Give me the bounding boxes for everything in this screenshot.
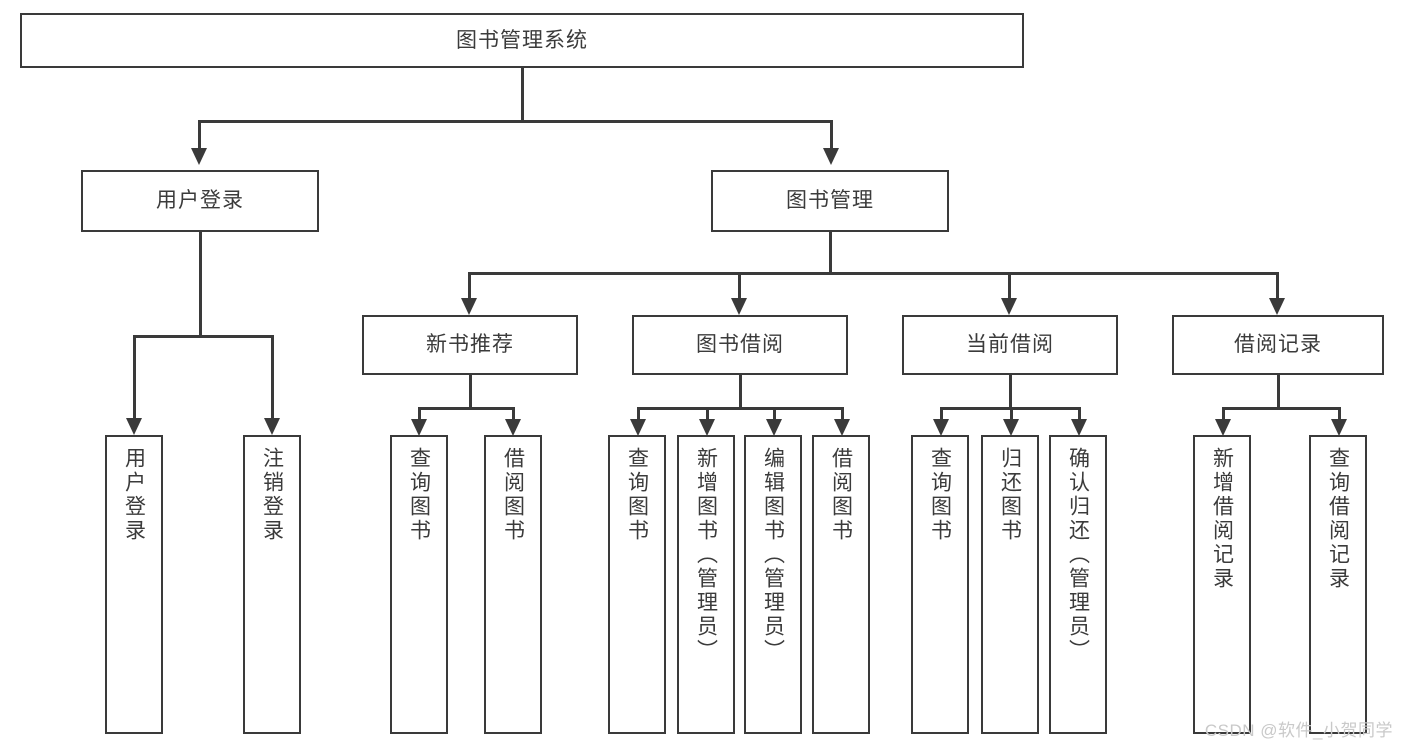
- connector-drop-leaf-borrow-record-2: [1338, 407, 1341, 419]
- connector-root-stem: [521, 68, 524, 120]
- node-book-borrow[interactable]: 图书借阅: [632, 315, 848, 375]
- connector-drop-leaf-borrow-record-1: [1222, 407, 1225, 419]
- connector-drop-leaf-book-borrow-1: [637, 407, 640, 419]
- node-label: 新增图书（管理员）: [694, 447, 718, 663]
- node-label: 当前借阅: [966, 333, 1054, 357]
- connector-level2-bus: [198, 120, 832, 123]
- node-label: 查询借阅记录: [1326, 447, 1350, 591]
- connector-book-manage-stem: [829, 232, 832, 272]
- arrow-leaf-borrow-record-1: [1215, 419, 1231, 436]
- arrow-leaf-current-borrow-1: [933, 419, 949, 436]
- node-label: 查询图书: [625, 447, 649, 543]
- leaf-new-book-borrow-book[interactable]: 借阅图书: [484, 435, 542, 734]
- node-current-borrow[interactable]: 当前借阅: [902, 315, 1118, 375]
- node-new-book-recommend[interactable]: 新书推荐: [362, 315, 578, 375]
- node-label: 查询图书: [928, 447, 952, 543]
- node-label: 确认归还（管理员）: [1066, 447, 1090, 663]
- connector-drop-new-book: [468, 272, 471, 298]
- connector-drop-leaf-current-borrow-2: [1010, 407, 1013, 419]
- connector-drop-borrow-record: [1276, 272, 1279, 298]
- connector-drop-leaf-new-book-1: [418, 407, 421, 419]
- leaf-user-login[interactable]: 用户登录: [105, 435, 163, 734]
- connector-new-book-bus: [418, 407, 513, 410]
- connector-book-borrow-bus: [637, 407, 843, 410]
- connector-current-borrow-bus: [940, 407, 1079, 410]
- arrow-leaf-book-borrow-2: [699, 419, 715, 436]
- arrow-leaf-book-borrow-4: [834, 419, 850, 436]
- node-label: 编辑图书（管理员）: [761, 447, 785, 663]
- node-label: 图书借阅: [696, 333, 784, 357]
- node-label: 注销登录: [260, 447, 284, 543]
- connector-drop-book-manage: [830, 120, 833, 148]
- leaf-new-book-query-book[interactable]: 查询图书: [390, 435, 448, 734]
- arrow-leaf-current-borrow-3: [1071, 419, 1087, 436]
- connector-borrow-record-bus: [1222, 407, 1339, 410]
- node-user-login[interactable]: 用户登录: [81, 170, 319, 232]
- node-label: 查询图书: [407, 447, 431, 543]
- arrow-leaf-user-login-1: [126, 418, 142, 435]
- connector-drop-leaf-current-borrow-3: [1078, 407, 1081, 419]
- arrow-leaf-book-borrow-1: [630, 419, 646, 436]
- connector-drop-leaf-book-borrow-4: [841, 407, 844, 419]
- node-label: 图书管理: [786, 189, 874, 213]
- connector-book-borrow-stem: [739, 375, 742, 407]
- arrow-borrow-record: [1269, 298, 1285, 315]
- connector-drop-user-login: [198, 120, 201, 148]
- node-label: 新书推荐: [426, 333, 514, 357]
- arrow-leaf-new-book-2: [505, 419, 521, 436]
- leaf-book-borrow-add-book-admin[interactable]: 新增图书（管理员）: [677, 435, 735, 734]
- arrow-book-borrow: [731, 298, 747, 315]
- csdn-watermark: CSDN @软件_小贺同学: [1204, 721, 1393, 740]
- connector-drop-leaf-new-book-2: [512, 407, 515, 419]
- connector-drop-leaf-current-borrow-1: [940, 407, 943, 419]
- leaf-current-borrow-confirm-return-admin[interactable]: 确认归还（管理员）: [1049, 435, 1107, 734]
- node-label: 归还图书: [998, 447, 1022, 543]
- node-root-system[interactable]: 图书管理系统: [20, 13, 1024, 68]
- connector-user-login-stem: [199, 232, 202, 335]
- connector-drop-leaf-user-login-2: [271, 335, 274, 418]
- connector-drop-book-borrow: [738, 272, 741, 298]
- connector-user-login-bus: [133, 335, 272, 338]
- node-book-management[interactable]: 图书管理: [711, 170, 949, 232]
- connector-drop-leaf-book-borrow-2: [706, 407, 709, 419]
- node-label: 图书管理系统: [456, 28, 588, 52]
- arrow-leaf-borrow-record-2: [1331, 419, 1347, 436]
- leaf-book-borrow-edit-book-admin[interactable]: 编辑图书（管理员）: [744, 435, 802, 734]
- arrow-book-manage: [823, 148, 839, 165]
- connector-current-borrow-stem: [1009, 375, 1012, 407]
- connector-drop-leaf-user-login-1: [133, 335, 136, 418]
- leaf-logout[interactable]: 注销登录: [243, 435, 301, 734]
- node-label: 用户登录: [156, 189, 244, 213]
- leaf-current-borrow-query-book[interactable]: 查询图书: [911, 435, 969, 734]
- node-borrow-record[interactable]: 借阅记录: [1172, 315, 1384, 375]
- connector-drop-current-borrow: [1008, 272, 1011, 298]
- connector-drop-leaf-book-borrow-3: [773, 407, 776, 419]
- leaf-book-borrow-query-book[interactable]: 查询图书: [608, 435, 666, 734]
- leaf-current-borrow-return-book[interactable]: 归还图书: [981, 435, 1039, 734]
- connector-level3-bus: [468, 272, 1278, 275]
- arrow-current-borrow: [1001, 298, 1017, 315]
- arrow-user-login: [191, 148, 207, 165]
- node-label: 借阅图书: [829, 447, 853, 543]
- arrow-new-book: [461, 298, 477, 315]
- leaf-borrow-record-query-record[interactable]: 查询借阅记录: [1309, 435, 1367, 734]
- arrow-leaf-book-borrow-3: [766, 419, 782, 436]
- node-label: 借阅图书: [501, 447, 525, 543]
- leaf-book-borrow-borrow-book[interactable]: 借阅图书: [812, 435, 870, 734]
- node-label: 用户登录: [122, 447, 146, 543]
- arrow-leaf-current-borrow-2: [1003, 419, 1019, 436]
- arrow-leaf-user-login-2: [264, 418, 280, 435]
- connector-new-book-stem: [469, 375, 472, 407]
- arrow-leaf-new-book-1: [411, 419, 427, 436]
- connector-borrow-record-stem: [1277, 375, 1280, 407]
- node-label: 新增借阅记录: [1210, 447, 1234, 591]
- leaf-borrow-record-add-record[interactable]: 新增借阅记录: [1193, 435, 1251, 734]
- node-label: 借阅记录: [1234, 333, 1322, 357]
